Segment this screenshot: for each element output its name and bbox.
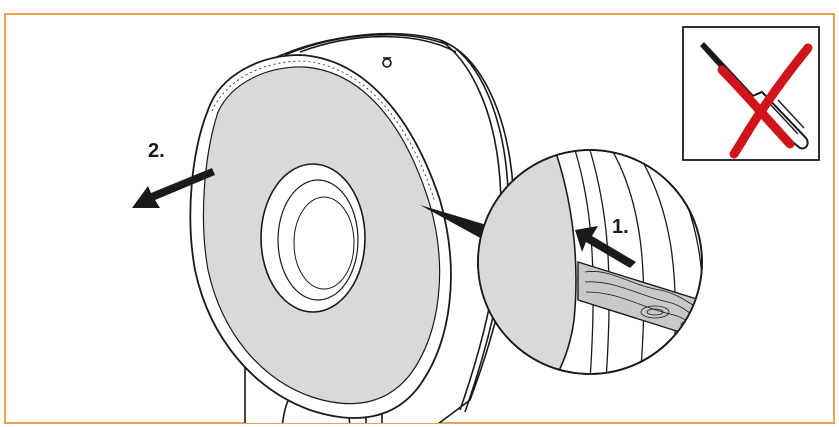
warning-panel [682,26,820,161]
front-cover [189,54,452,419]
wooden-wedge [577,261,702,341]
step2-arrow [132,168,215,208]
callout-wedge [420,205,490,240]
step1-label: 1. [612,216,629,238]
prohibited-cross-icon [717,43,813,159]
step2-label: 2. [148,140,165,162]
step1-arrow [575,226,636,268]
